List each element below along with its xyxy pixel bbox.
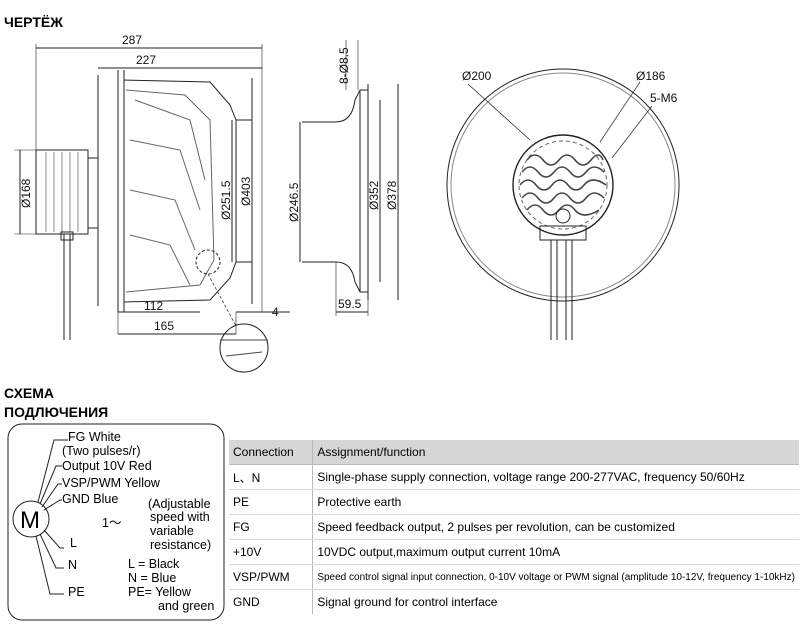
table-row: +10V 10VDC output,maximum output current… <box>229 539 799 565</box>
wiring-frame <box>7 423 225 621</box>
dim-d200: Ø200 <box>462 69 492 83</box>
wiring-title-line1: СХЕМА <box>4 385 55 401</box>
front-view <box>446 68 680 340</box>
dim-8-d8.5: 8-Ø8.5 <box>337 47 351 84</box>
cell-assignment: Speed control signal input connection, 0… <box>312 564 799 590</box>
header-connection: Connection <box>229 440 314 465</box>
wire-n: N <box>68 558 77 572</box>
dim-d168: Ø168 <box>19 178 33 208</box>
cell-assignment: 10VDC output,maximum output current 10mA <box>312 539 799 565</box>
outer-ring <box>446 68 680 302</box>
cell-assignment: Protective earth <box>312 489 799 515</box>
legend-pe: PE= Yellow <box>128 585 192 599</box>
wire-fg: FG White <box>68 430 121 444</box>
side-view <box>14 44 290 373</box>
table-row: FG Speed feedback output, 2 pulses per r… <box>229 514 799 540</box>
dim-4: 4 <box>272 305 279 319</box>
dim-165: 165 <box>154 319 174 333</box>
tilde-label: 1～ <box>102 516 121 530</box>
drawing-title: ЧЕРТЁЖ <box>4 14 63 30</box>
dim-d246: Ø246.5 <box>287 182 301 222</box>
cell-assignment: Signal ground for control interface <box>317 595 498 609</box>
motor-symbol <box>12 500 50 538</box>
table-header-row: Connection Assignment/function <box>229 440 799 465</box>
note-line1: (Adjustable <box>148 497 211 511</box>
note-line4: resistance) <box>150 538 211 552</box>
cell-connection: L、N <box>229 464 314 490</box>
dim-227: 227 <box>136 53 156 67</box>
wire-pe: PE <box>68 585 85 599</box>
dim-d251: Ø251.5 <box>219 180 233 220</box>
note-line2: speed with <box>150 510 210 524</box>
section-view <box>299 40 399 316</box>
dim-59.5: 59.5 <box>338 297 362 311</box>
table-row: L、N Single-phase supply connection, volt… <box>229 464 799 490</box>
wire-vsp: VSP/PWM Yellow <box>62 476 161 490</box>
cell-connection: GND <box>229 589 314 614</box>
wire-gnd: GND Blue <box>62 492 118 506</box>
dim-d186: Ø186 <box>636 69 666 83</box>
motor-hub <box>512 134 614 236</box>
wire-fg-note: (Two pulses/r) <box>62 444 141 458</box>
cell-connection: PE <box>229 489 314 515</box>
wiring-diagram <box>7 423 225 621</box>
table-row: VSP/PWM Speed control signal input conne… <box>229 564 799 590</box>
legend-l: L = Black <box>128 557 180 571</box>
wire-l: L <box>70 536 77 550</box>
wiring-title-line2: ПОДЛЮЧЕНИЯ <box>4 404 109 420</box>
dim-d403: Ø403 <box>239 176 253 206</box>
cell-connection: VSP/PWM <box>229 564 314 590</box>
connection-table: Connection Assignment/function L、N Singl… <box>229 440 799 614</box>
cell-connection: +10V <box>229 539 314 565</box>
header-assignment: Assignment/function <box>312 440 799 465</box>
cell-assignment: Single-phase supply connection, voltage … <box>312 464 799 490</box>
legend-n: N = Blue <box>128 571 176 585</box>
dim-5-m6: 5-M6 <box>650 91 678 105</box>
cell-assignment: Speed feedback output, 2 pulses per revo… <box>312 514 799 540</box>
dim-287: 287 <box>122 33 142 47</box>
motor-label: M <box>20 507 40 534</box>
table-row: GND Signal ground for control interface <box>229 589 799 614</box>
note-line3: variable <box>150 524 194 538</box>
table-row: PE Protective earth <box>229 489 799 515</box>
wire-output: Output 10V Red <box>62 459 152 473</box>
legend-pe-2: and green <box>158 599 214 613</box>
dim-d352: Ø352 <box>367 180 381 210</box>
cell-connection: FG <box>229 514 314 540</box>
dim-112: 112 <box>144 299 163 313</box>
dim-d378: Ø378 <box>385 180 399 210</box>
